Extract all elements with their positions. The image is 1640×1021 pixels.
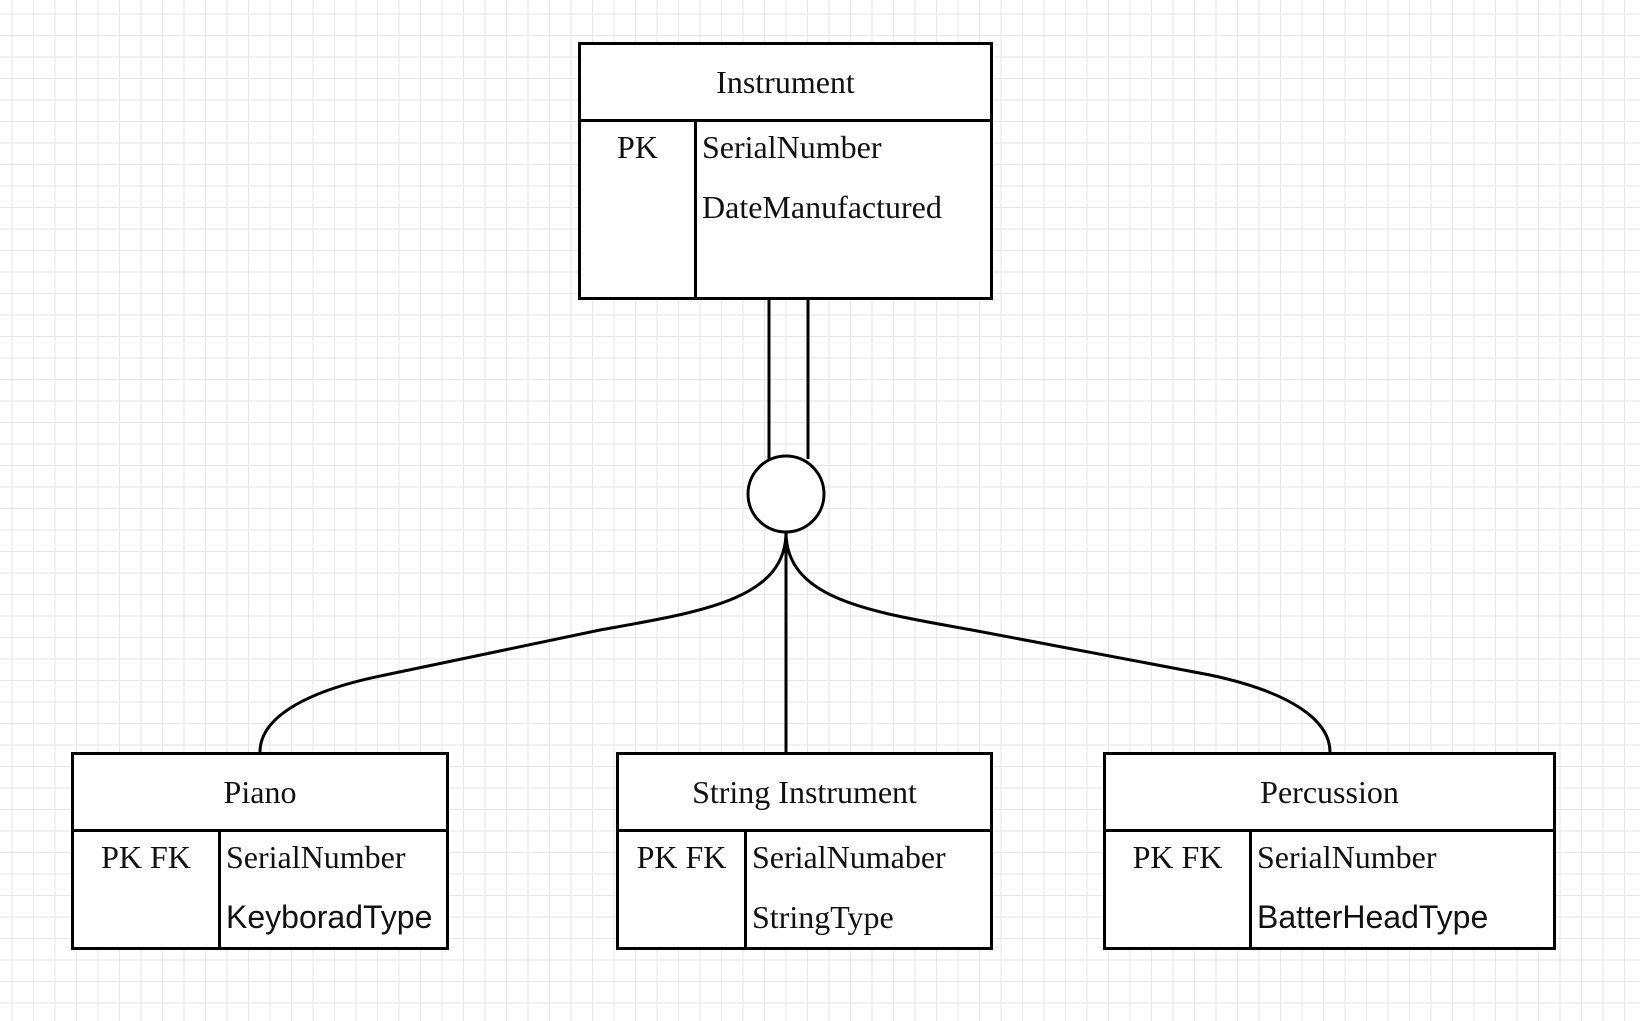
entity-string-instrument-key-column: PK FK: [619, 829, 747, 947]
entity-string-instrument-key-label: PK FK: [636, 839, 727, 875]
entity-piano-attributes: SerialNumber KeyboradType: [218, 829, 446, 947]
entity-piano[interactable]: Piano PK FK SerialNumber KeyboradType: [71, 752, 449, 950]
entity-instrument-attributes: SerialNumber DateManufactured: [694, 119, 990, 297]
subtype-discriminator-circle[interactable]: [746, 454, 826, 534]
entity-percussion-header: Percussion: [1106, 755, 1553, 832]
entity-percussion-attr-batterheadtype: BatterHeadType: [1257, 899, 1489, 935]
entity-instrument-key-label: PK: [617, 129, 658, 165]
entity-string-instrument-title: String Instrument: [692, 773, 917, 810]
entity-percussion-key-label: PK FK: [1132, 839, 1223, 875]
connector-to-percussion[interactable]: [784, 531, 1332, 753]
entity-piano-header: Piano: [74, 755, 446, 832]
entity-string-instrument-header: String Instrument: [619, 755, 990, 832]
entity-percussion-attr-serialnumber: SerialNumber: [1257, 839, 1437, 875]
entity-string-instrument-attr-stringtype: StringType: [752, 899, 894, 935]
entity-piano-attr-keyboradtype: KeyboradType: [226, 899, 433, 935]
entity-percussion-attributes: SerialNumber BatterHeadType: [1249, 829, 1553, 947]
entity-instrument-key-column: PK: [581, 119, 697, 297]
connector-to-piano[interactable]: [258, 531, 788, 753]
entity-piano-attr-serialnumber: SerialNumber: [226, 839, 406, 875]
entity-instrument[interactable]: Instrument PK SerialNumber DateManufactu…: [578, 42, 993, 300]
entity-piano-key-column: PK FK: [74, 829, 221, 947]
entity-percussion-title: Percussion: [1260, 773, 1399, 810]
entity-string-instrument-attr-serialnumaber: SerialNumaber: [752, 839, 946, 875]
entity-percussion[interactable]: Percussion PK FK SerialNumber BatterHead…: [1103, 752, 1556, 950]
entity-string-instrument-attributes: SerialNumaber StringType: [744, 829, 990, 947]
entity-string-instrument[interactable]: String Instrument PK FK SerialNumaber St…: [616, 752, 993, 950]
entity-instrument-attr-datemanufactured: DateManufactured: [702, 189, 942, 225]
entity-piano-title: Piano: [223, 773, 297, 810]
entity-percussion-key-column: PK FK: [1106, 829, 1252, 947]
entity-instrument-header: Instrument: [581, 45, 990, 122]
entity-instrument-attr-serialnumber: SerialNumber: [702, 129, 882, 165]
entity-piano-key-label: PK FK: [101, 839, 191, 875]
entity-instrument-title: Instrument: [716, 63, 855, 100]
